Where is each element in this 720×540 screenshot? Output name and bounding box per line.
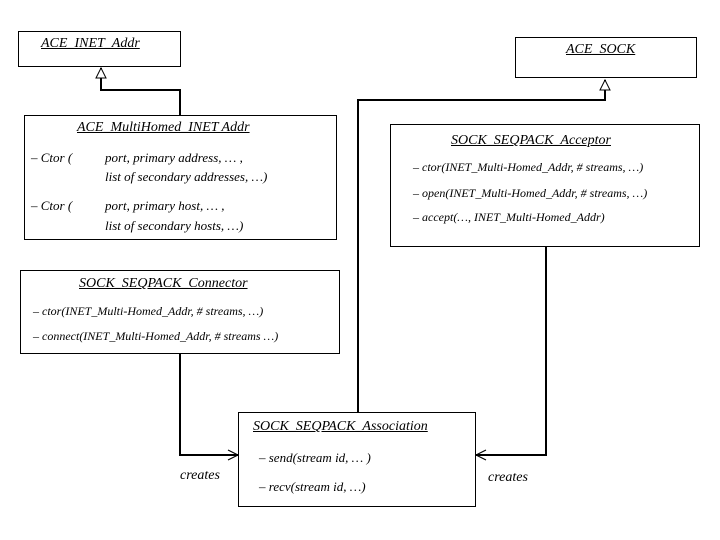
- creates-acceptor-to-association: [476, 247, 547, 455]
- inherit-multihomed-to-inet-addr: [101, 68, 181, 116]
- association-method-send: – send(stream id, … ): [259, 450, 371, 465]
- multihomed-ctor1-line2: list of secondary addresses, …): [105, 169, 268, 184]
- connector-method-connect: – connect(INET_Multi-Homed_Addr, # strea…: [33, 329, 279, 343]
- multihomed-ctor1-prefix: – Ctor (: [31, 150, 73, 165]
- multihomed-class-box: ACE_MultiHomed_INET Addr – Ctor ( port, …: [24, 115, 337, 240]
- inet-addr-class-title: ACE_INET_Addr: [41, 36, 140, 51]
- multihomed-ctor2-prefix: – Ctor (: [31, 198, 73, 213]
- acceptor-class-box: SOCK_SEQPACK_Acceptor – ctor(INET_Multi-…: [390, 124, 700, 247]
- acceptor-class-title: SOCK_SEQPACK_Acceptor: [451, 133, 611, 148]
- creates-label-right: creates: [488, 470, 528, 485]
- creates-label-left: creates: [180, 468, 220, 483]
- multihomed-ctor2-line2: list of secondary hosts, …): [105, 218, 244, 233]
- acceptor-method-accept: – accept(…, INET_Multi-Homed_Addr): [413, 210, 605, 224]
- connector-class-box: SOCK_SEQPACK_Connector – ctor(INET_Multi…: [20, 270, 340, 354]
- connector-class-title: SOCK_SEQPACK_Connector: [79, 276, 248, 291]
- association-class-box: SOCK_SEQPACK_Association – send(stream i…: [238, 412, 476, 507]
- acceptor-method-ctor: – ctor(INET_Multi-Homed_Addr, # streams,…: [413, 160, 644, 174]
- connector-method-ctor: – ctor(INET_Multi-Homed_Addr, # streams,…: [33, 304, 264, 318]
- sock-class-box: ACE_SOCK: [515, 37, 697, 78]
- association-method-recv: – recv(stream id, …): [259, 479, 366, 494]
- acceptor-method-open: – open(INET_Multi-Homed_Addr, # streams,…: [413, 186, 648, 200]
- inherit-association-to-sock: [357, 80, 605, 412]
- multihomed-ctor1-line1: port, primary address, … ,: [105, 150, 243, 165]
- multihomed-class-title: ACE_MultiHomed_INET Addr: [77, 120, 250, 135]
- creates-connector-to-association: [179, 354, 238, 455]
- association-class-title: SOCK_SEQPACK_Association: [253, 419, 428, 434]
- sock-class-title: ACE_SOCK: [566, 42, 636, 57]
- multihomed-ctor2-line1: port, primary host, … ,: [105, 198, 225, 213]
- inet-addr-class-box: ACE_INET_Addr: [18, 31, 181, 67]
